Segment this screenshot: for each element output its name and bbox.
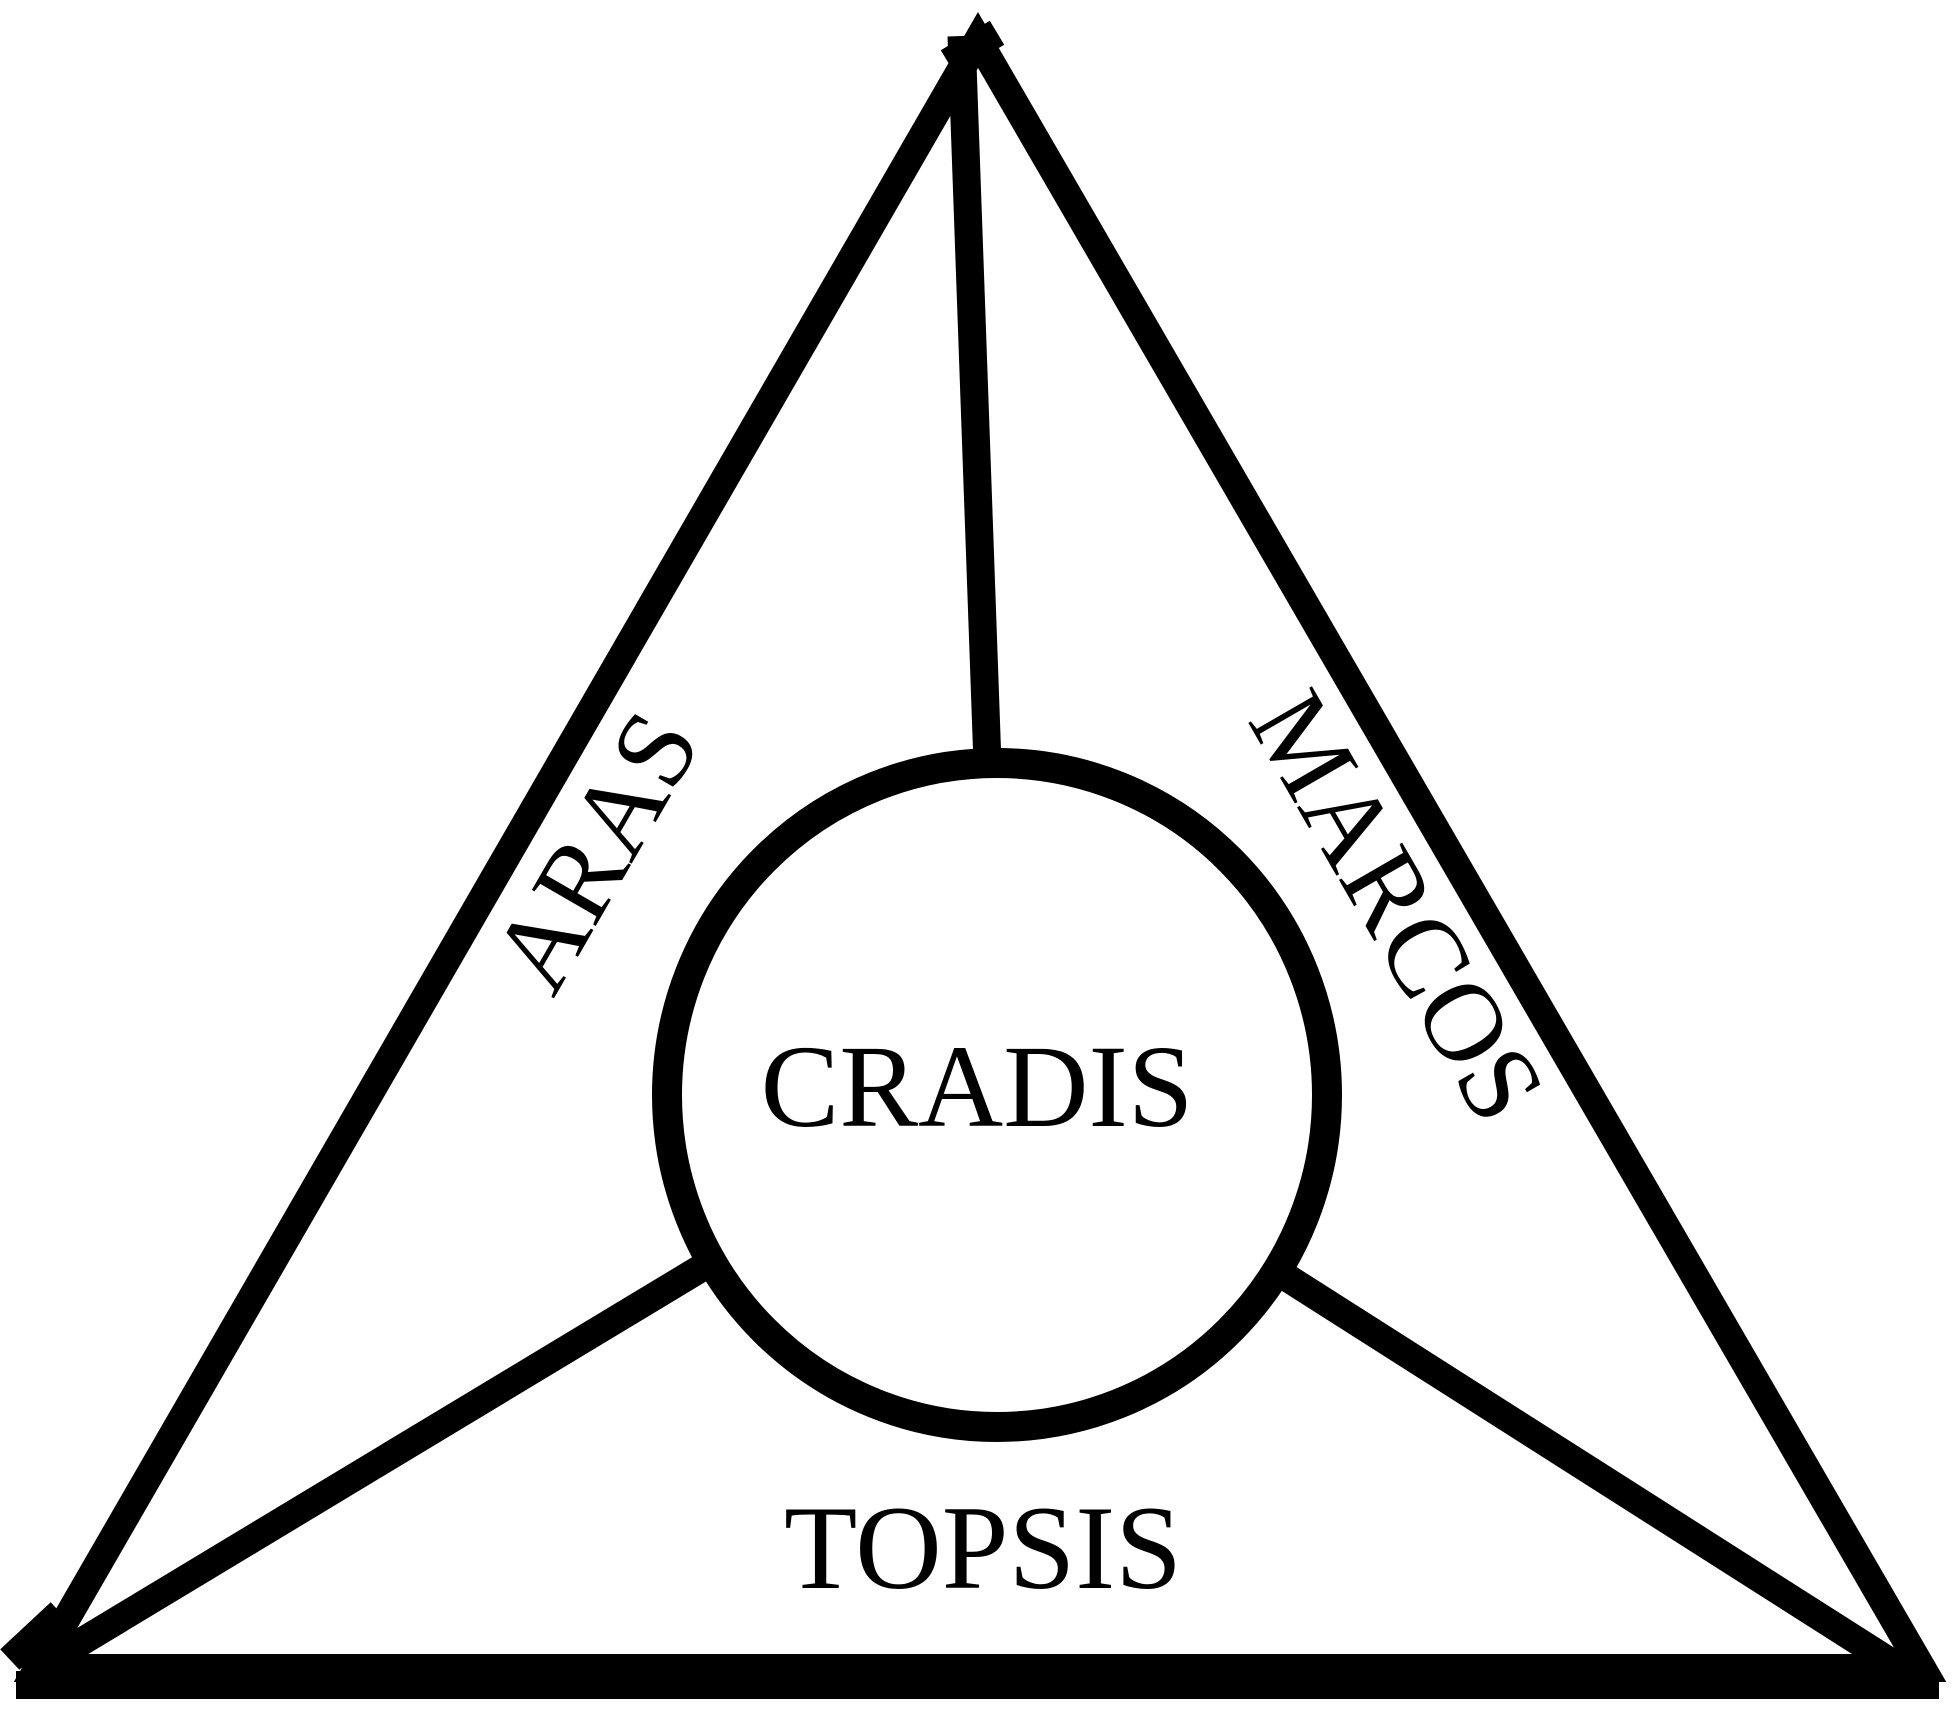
left-vertex-overlap [0, 1602, 70, 1670]
outer-triangle [13, 12, 1947, 1682]
center-circle [652, 748, 1342, 1442]
center-label: CRADIS [761, 1021, 1194, 1152]
spoke-left [18, 1250, 718, 1688]
bottom-label: TOPSIS [784, 1481, 1182, 1614]
spoke-right [1263, 1255, 1920, 1688]
spoke-top [947, 35, 1002, 765]
